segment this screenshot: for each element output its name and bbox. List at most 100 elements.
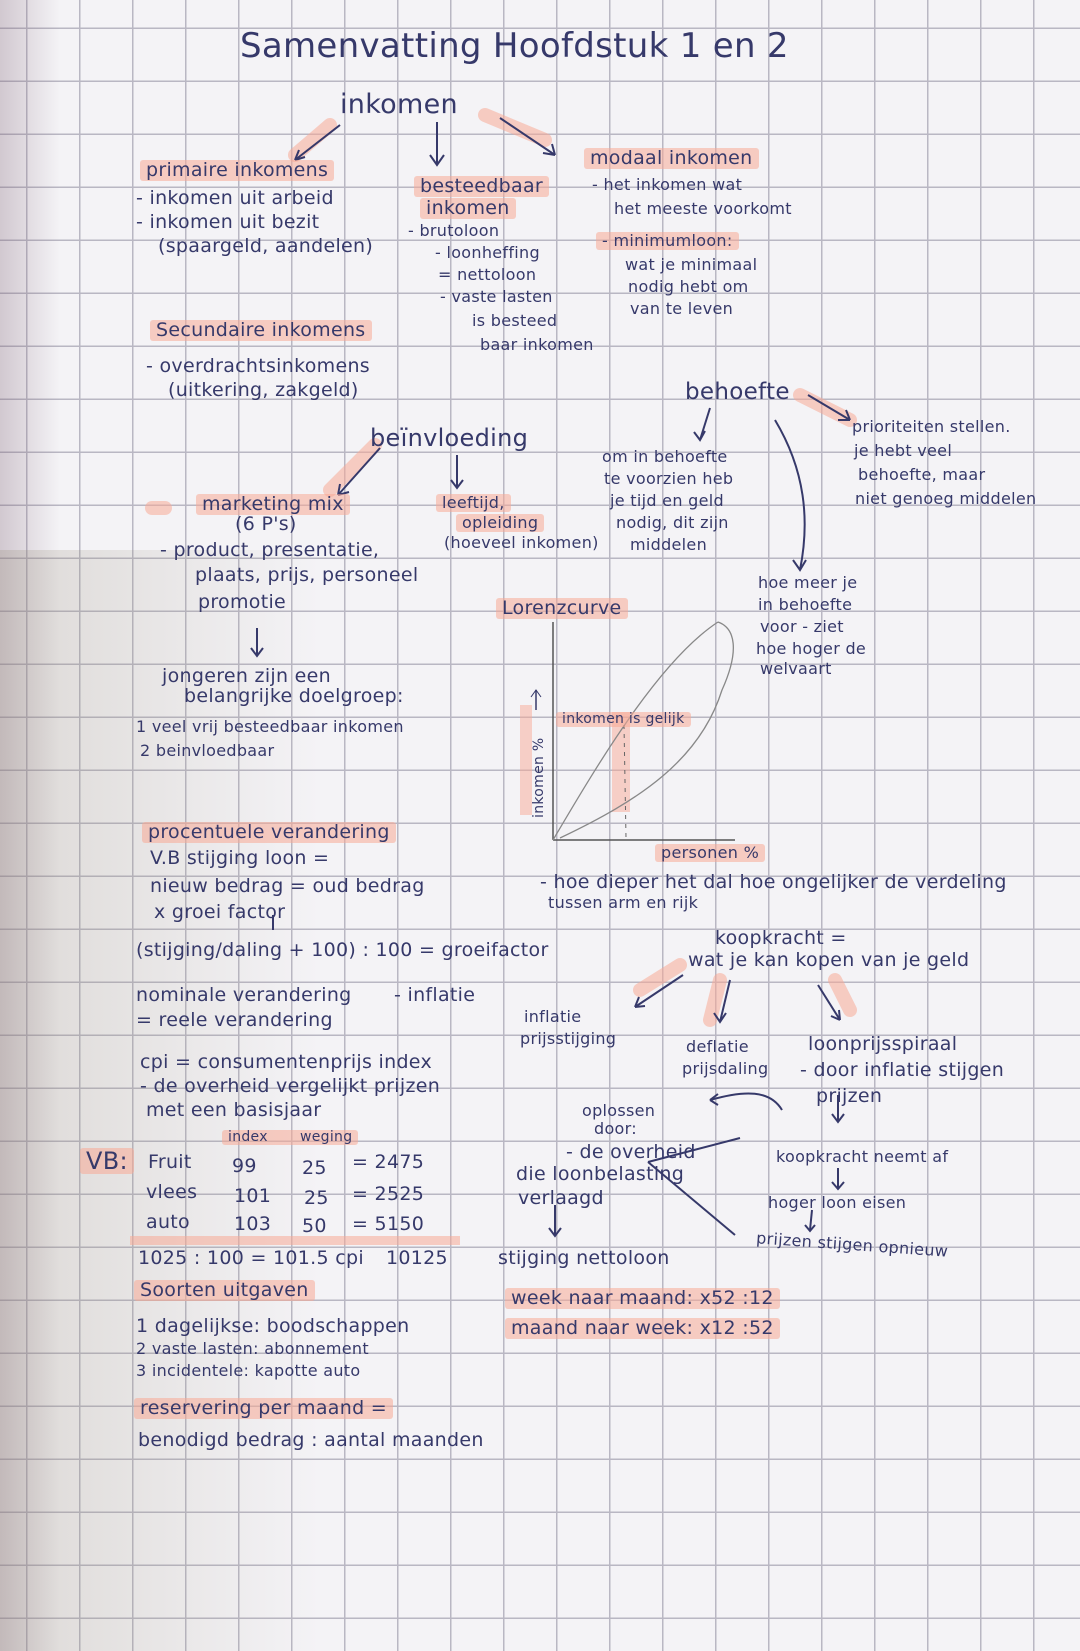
note-line: die loonbelasting [516,1163,685,1185]
note-line: nieuw bedrag = oud bedrag [150,875,425,897]
column-header: weging [300,1129,353,1145]
note-line: - overdrachtsinkomens [146,355,370,377]
lorenz-equal-label: inkomen is gelijk [556,711,691,728]
note-line: 3 incidentele: kapotte auto [136,1361,361,1380]
note-line: wat je kan kopen van je geld [688,949,970,971]
note-line: nodig, dit zijn [616,513,729,532]
note-line: - inkomen uit arbeid [136,187,334,209]
note-line: V.B stijging loon = [150,847,330,869]
table-cell: 25 [302,1157,327,1179]
note-line: - hoe dieper het dal hoe ongelijker de v… [540,871,1007,893]
note-line: is besteed [472,311,558,330]
heading-uitgaven: Soorten uitgaven [134,1280,315,1301]
note-line: verlaagd [518,1187,604,1209]
heading-minimumloon: - minimumloon: [596,232,739,250]
note-line: nominale verandering [136,984,352,1006]
note-line: belangrijke doelgroep: [184,685,404,707]
note-line: je tijd en geld [610,491,724,510]
note-line: - vaste lasten [440,287,553,306]
lorenz-y-label: inkomen % [531,737,547,818]
heading-reservering: reservering per maand = [134,1398,394,1419]
table-cell: auto [146,1211,190,1233]
note-line: van te leven [630,299,734,318]
note-line: tussen arm en rijk [548,893,699,912]
heading-secundair: Secundaire inkomens [150,320,372,341]
lorenz-line [559,621,734,839]
note-line: nodig hebt om [628,277,749,296]
note-line: (uitkering, zakgeld) [168,379,359,401]
cpi-result: 1025 : 100 = 101.5 cpi [138,1247,364,1269]
note-line: in behoefte [758,595,853,614]
heading-koopkracht: koopkracht = [715,927,847,949]
heading-lorenzcurve: Lorenzcurve [496,598,628,619]
note-line: x groei factor [154,901,286,923]
note-line: benodigd bedrag : aantal maanden [138,1429,484,1451]
heading-beinvloeding: beïnvloeding [370,424,529,452]
note-line: = nettoloon [438,265,537,284]
note-line: hoe meer je [758,573,858,592]
note-line: promotie [198,591,287,613]
note-line: - de overheid vergelijkt prijzen [140,1075,441,1097]
heading-leeftijd: leeftijd, [436,494,511,512]
heading-marketing-mix: marketing mix [196,494,350,515]
note-line: hoe hoger de [756,639,867,658]
note-line: = reele verandering [136,1009,333,1031]
note-line: - brutoloon [408,221,500,240]
table-cell: 25 [304,1187,329,1209]
note-line: niet genoeg middelen [855,489,1037,508]
note-line: het meeste voorkomt [614,199,792,218]
note-line: behoefte, maar [858,465,986,484]
note-line: wat je minimaal [625,255,758,274]
note-line: stijging nettoloon [498,1247,670,1269]
note-line: (6 P's) [235,513,297,535]
heading-inkomen: inkomen [340,89,458,120]
table-label: VB: [80,1148,134,1174]
note-line: 1 veel vrij besteedbaar inkomen [136,717,404,736]
note-line: (hoeveel inkomen) [444,533,599,552]
heading-besteedbaar: besteedbaar [414,176,549,197]
table-cell: 50 [302,1215,327,1237]
note-line: - inkomen uit bezit [136,211,320,233]
table-cell: = 2525 [352,1183,425,1205]
heading-procentueel: procentuele verandering [142,822,396,843]
heading-besteedbaar: inkomen [420,198,516,219]
note-line: hoger loon eisen [768,1193,907,1212]
note-line: - door inflatie stijgen [800,1059,1005,1081]
table-divider [130,1236,460,1245]
note-line: opleiding [456,514,545,532]
note-line: jongeren zijn een [162,665,331,687]
note-line: 2 vaste lasten: abonnement [136,1339,369,1358]
note-line: door: [594,1119,637,1138]
note-line: je hebt veel [854,441,953,460]
note-line: prijzen [816,1085,883,1107]
heading-primaire: primaire inkomens [140,160,335,181]
note-line: - product, presentatie, [160,539,380,561]
note-line: cpi = consumentenprijs index [140,1051,433,1073]
equality-line [552,621,719,841]
heading-loonprijsspiraal: loonprijsspiraal [808,1033,958,1055]
note-line: - inflatie [394,984,476,1006]
note-line: deflatie [686,1037,749,1056]
note-line: prijzen stijgen opnieuw [755,1228,949,1261]
column-header: index [222,1129,358,1146]
table-cell: 101 [234,1185,272,1207]
table-cell: 99 [232,1155,257,1177]
note-line: - het inkomen wat [592,175,743,194]
note-line: (stijging/daling + 100) : 100 = groeifac… [136,939,549,961]
note-line: 2 beinvloedbaar [140,741,275,760]
lorenz-x-label: personen % [655,844,766,862]
note-line: plaats, prijs, personeel [195,564,419,586]
table-cell: Fruit [148,1151,192,1173]
note-line: inflatie [524,1007,582,1026]
note-line: prijsstijging [520,1029,617,1048]
note-line: om in behoefte [602,447,728,466]
note-line: - de overheid [566,1141,696,1163]
conversion-maand-week: maand naar week: x12 :52 [505,1318,780,1339]
note-line: voor - ziet [760,617,844,636]
page-title: Samenvatting Hoofdstuk 1 en 2 [240,26,789,66]
heading-behoefte: behoefte [685,379,790,405]
note-line: koopkracht neemt af [776,1147,949,1166]
table-cell: vlees [146,1181,198,1203]
equal-marker [623,724,627,839]
conversion-week-maand: week naar maand: x52 :12 [505,1288,780,1309]
